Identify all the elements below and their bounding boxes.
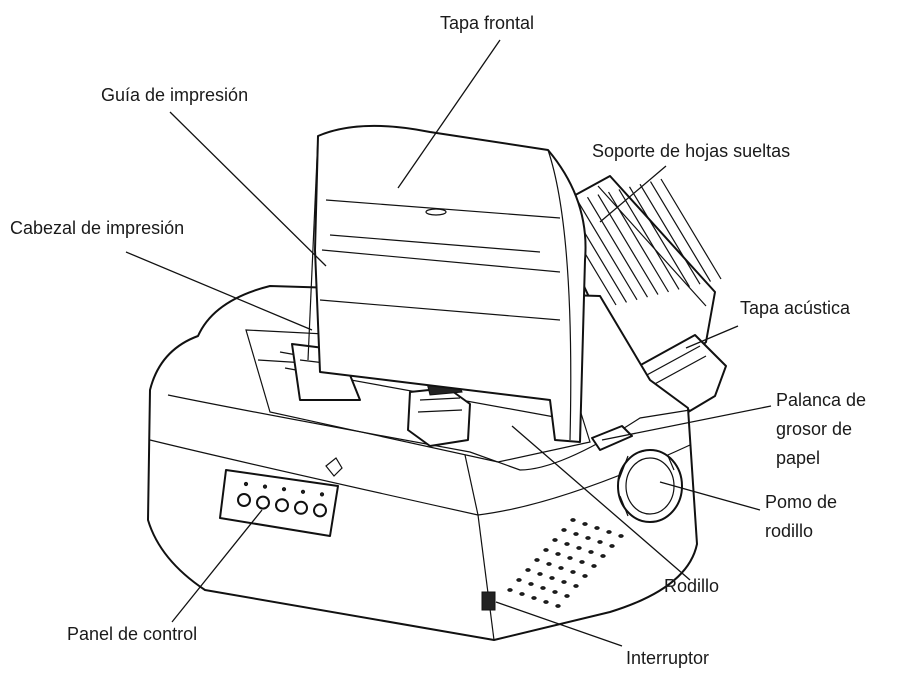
- feeder-rib: [586, 196, 649, 298]
- vent-hole: [540, 586, 546, 590]
- vent-hole: [570, 570, 576, 574]
- callout-labels: Tapa frontal Guía de impresión Soporte d…: [10, 13, 866, 668]
- leader-tapa-frontal: [397, 39, 501, 189]
- feeder-rib: [618, 189, 680, 290]
- vent-hole: [582, 522, 588, 526]
- vent-hole: [609, 544, 615, 548]
- control-panel-indicator: [243, 481, 249, 487]
- feeder-rib: [639, 183, 701, 285]
- control-panel-indicator: [281, 487, 287, 492]
- control-panel-button: [237, 493, 251, 507]
- vent-hole: [519, 592, 525, 596]
- label-tapa-acustica: Tapa acústica: [740, 298, 851, 318]
- vent-hole: [573, 532, 579, 536]
- vent-hole: [507, 588, 513, 592]
- label-interruptor: Interruptor: [626, 648, 709, 668]
- vent-hole: [567, 556, 573, 560]
- vent-hole: [552, 590, 558, 594]
- vent-hole: [549, 576, 555, 580]
- feeder-rib: [576, 199, 638, 301]
- leader-cabezal-impresion: [125, 251, 313, 331]
- leader-interruptor: [495, 601, 623, 647]
- label-guia-impresion: Guía de impresión: [101, 85, 248, 105]
- leader-tapa-acustica: [685, 325, 739, 349]
- leader-rodillo: [511, 425, 691, 581]
- control-panel-button: [275, 498, 289, 513]
- vent-hole: [606, 530, 612, 534]
- leader-soporte-hojas: [599, 165, 667, 223]
- vent-hole: [555, 552, 561, 556]
- vent-hole: [600, 554, 606, 558]
- label-pomo-rodillo-line2: rodillo: [765, 521, 813, 541]
- label-cabezal-impresion: Cabezal de impresión: [10, 218, 184, 238]
- vent-hole: [579, 560, 585, 564]
- vent-hole: [576, 546, 582, 550]
- vent-hole: [534, 558, 540, 562]
- vent-hole: [561, 528, 567, 532]
- label-soporte-hojas: Soporte de hojas sueltas: [592, 141, 790, 161]
- vent-hole: [546, 562, 552, 566]
- label-panel-control: Panel de control: [67, 624, 197, 644]
- vent-hole: [537, 572, 543, 576]
- label-palanca-grosor-line3: papel: [776, 448, 820, 468]
- feeder-rib: [649, 181, 712, 282]
- vent-hole: [525, 568, 531, 572]
- vent-hole: [552, 538, 558, 542]
- vent-hole: [531, 596, 537, 600]
- platen-knob: [617, 449, 683, 523]
- control-panel-indicator: [262, 484, 268, 489]
- control-panel-button: [294, 500, 308, 515]
- label-rodillo: Rodillo: [664, 576, 719, 596]
- vent-hole: [555, 604, 561, 608]
- vent-hole: [597, 540, 603, 544]
- feeder-rib: [607, 191, 670, 293]
- control-panel-indicator: [300, 489, 306, 494]
- control-panel-button: [256, 495, 270, 510]
- vent-hole: [564, 542, 570, 546]
- label-palanca-grosor-line2: grosor de: [776, 419, 852, 439]
- vent-hole: [585, 536, 591, 540]
- vent-hole: [558, 566, 564, 570]
- vent-hole: [591, 564, 597, 568]
- front-cover: [307, 124, 587, 443]
- vent-hole: [543, 548, 549, 552]
- feeder-rib: [628, 186, 691, 288]
- vent-hole: [573, 584, 579, 588]
- vent-hole: [543, 600, 549, 604]
- vent-hole: [561, 580, 567, 584]
- label-palanca-grosor-line1: Palanca de: [776, 390, 866, 410]
- vent-hole: [582, 574, 588, 578]
- feeder-rib: [597, 194, 659, 295]
- leader-lines: [125, 39, 772, 647]
- vent-hole: [570, 518, 576, 522]
- vent-hole: [588, 550, 594, 554]
- feeder-rib: [660, 178, 722, 280]
- vent-hole: [516, 578, 522, 582]
- vent-hole: [618, 534, 624, 538]
- leader-guia-impresion: [169, 111, 327, 267]
- label-tapa-frontal: Tapa frontal: [440, 13, 534, 33]
- leader-palanca-grosor: [601, 405, 772, 441]
- control-panel-button: [313, 503, 327, 518]
- vent-hole: [594, 526, 600, 530]
- label-pomo-rodillo-line1: Pomo de: [765, 492, 837, 512]
- control-panel-indicator: [319, 492, 325, 497]
- vent-hole: [528, 582, 534, 586]
- leader-pomo-rodillo: [659, 481, 761, 511]
- vent-hole: [564, 594, 570, 598]
- printer-illustration: [147, 124, 727, 641]
- leader-panel-control: [171, 509, 263, 623]
